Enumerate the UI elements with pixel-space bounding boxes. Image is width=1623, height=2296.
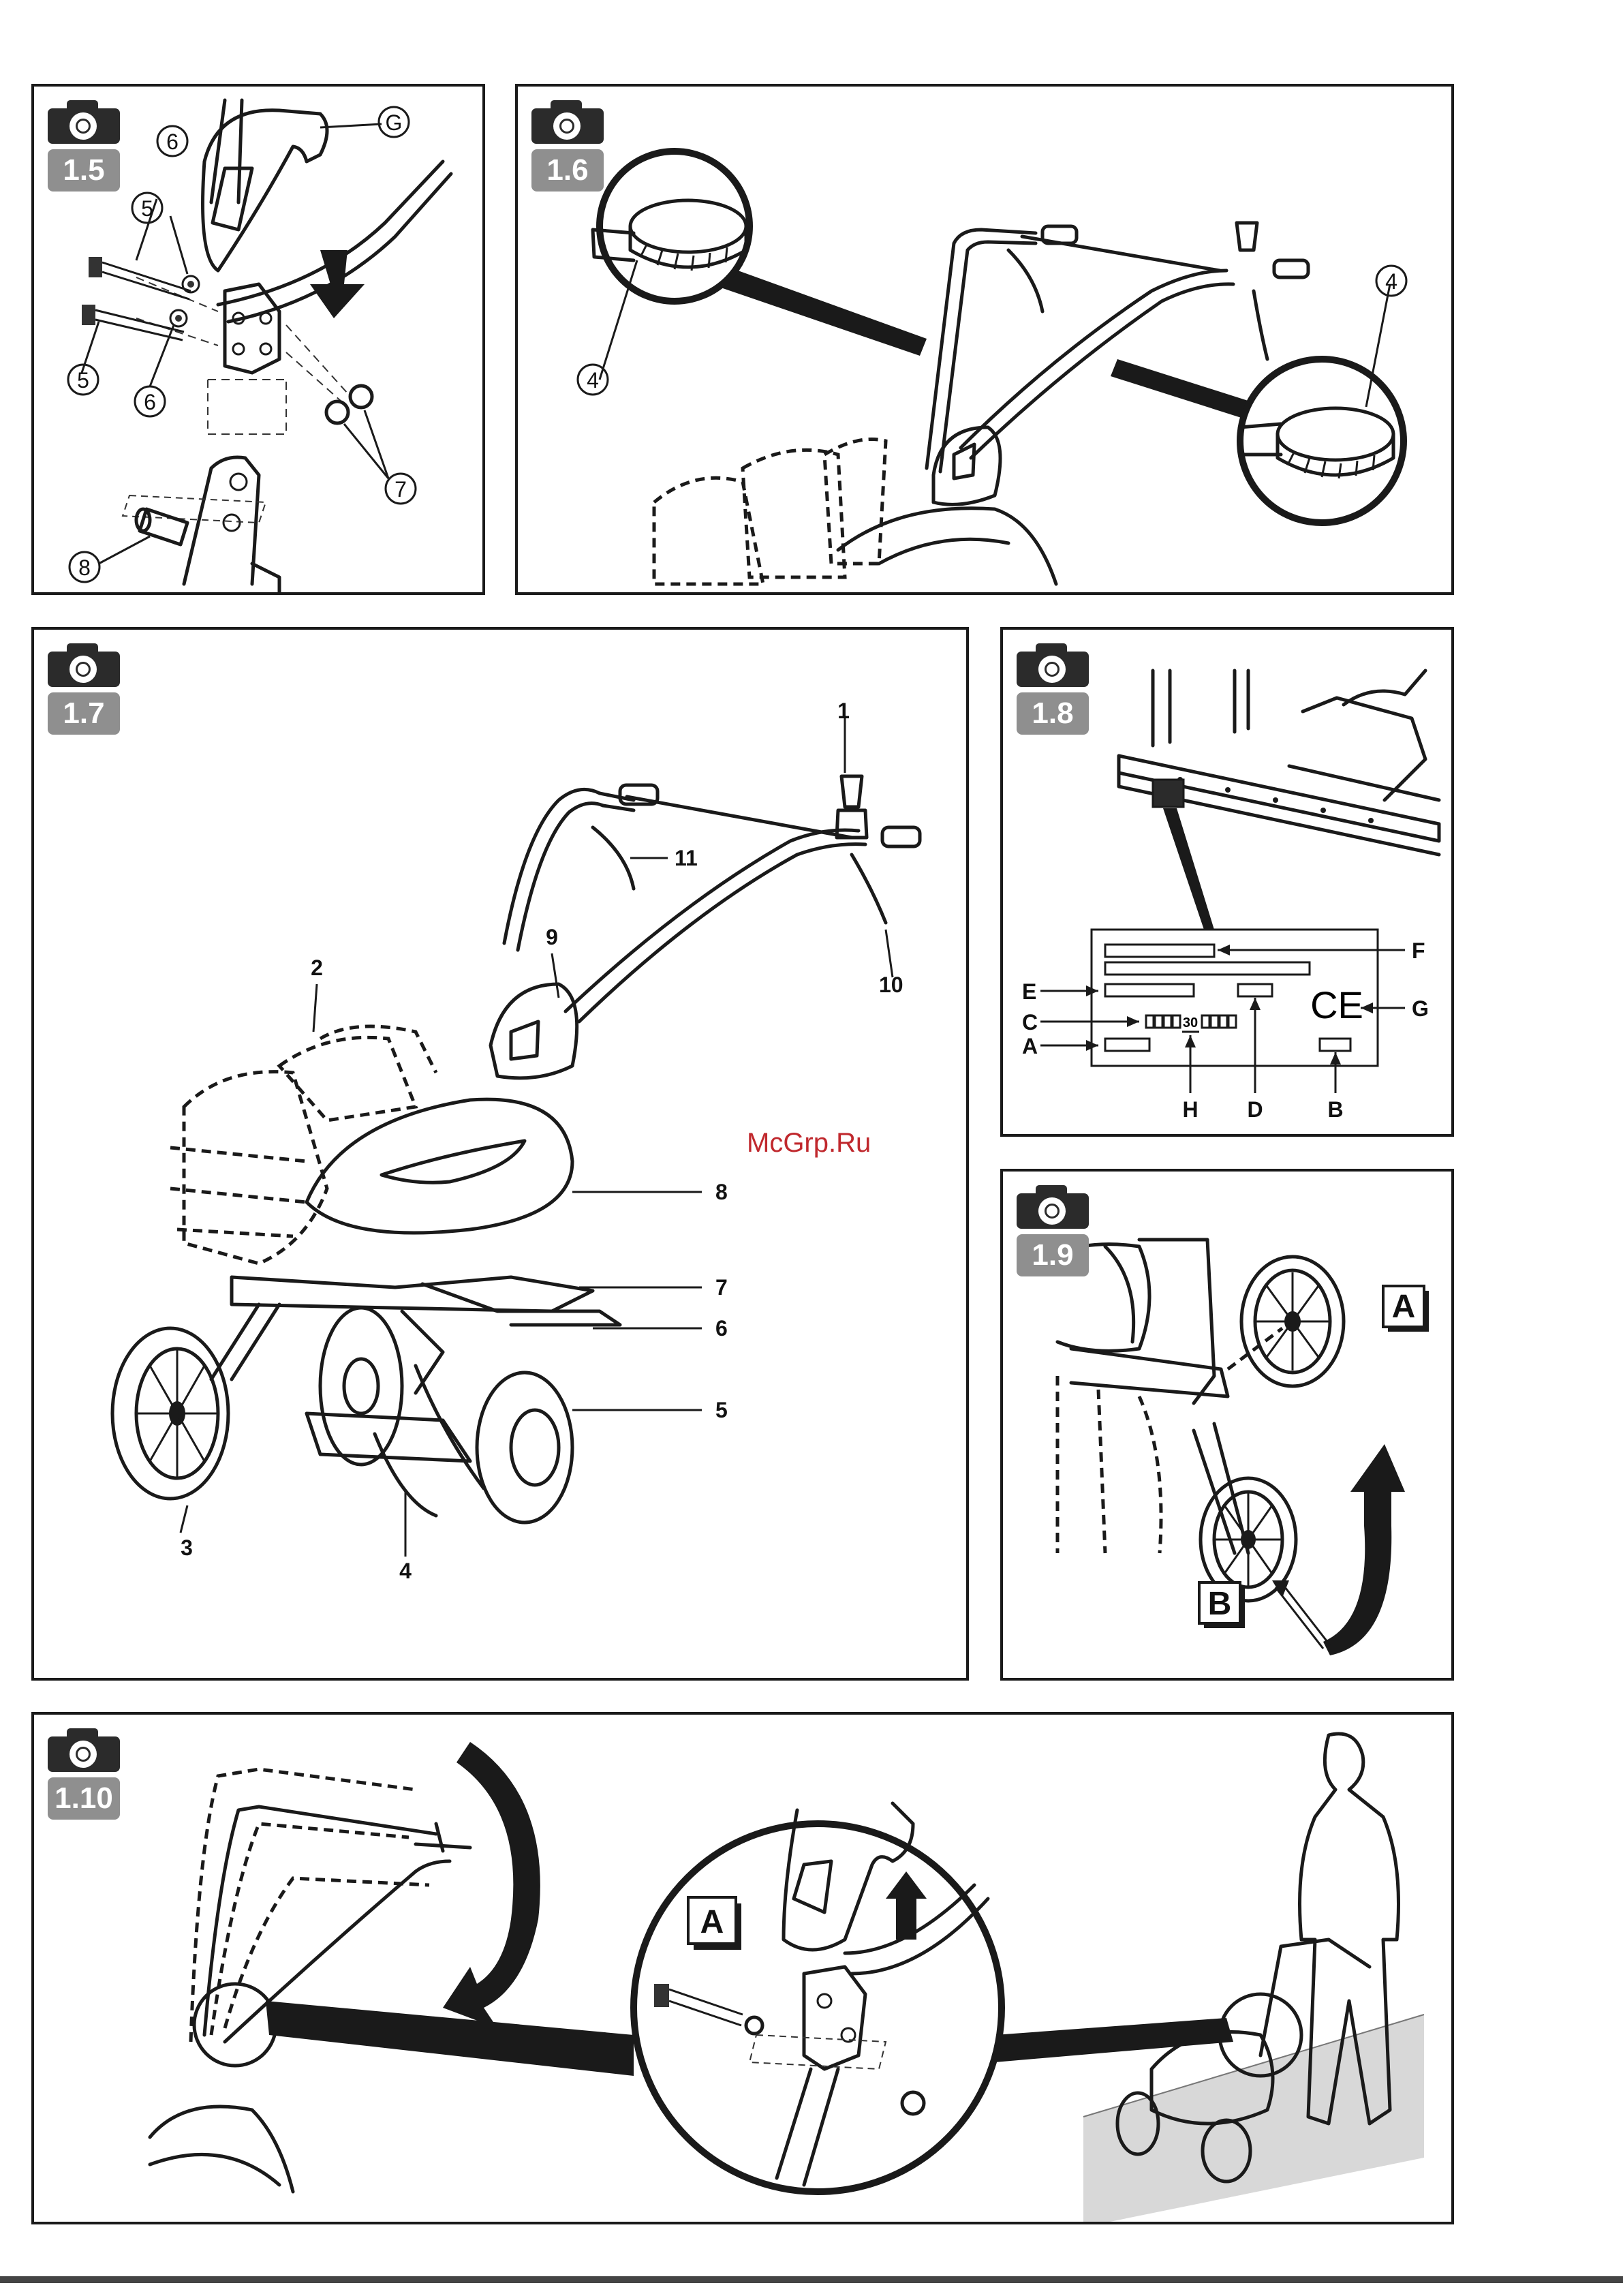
callout-10: 10 xyxy=(879,973,903,997)
camera-icon xyxy=(531,100,604,145)
figure-badge: 1.7 xyxy=(48,643,121,735)
camera-icon xyxy=(1017,1185,1089,1230)
box-label-a: A xyxy=(700,1904,724,1940)
watermark: McGrp.Ru xyxy=(747,1128,871,1159)
camera-icon xyxy=(1017,643,1089,688)
figure-badge: 1.10 xyxy=(48,1728,121,1820)
figure-badge: 1.9 xyxy=(1017,1185,1090,1276)
figure-number: 1.6 xyxy=(531,149,604,192)
plate-label-b: B xyxy=(1327,1097,1343,1122)
callout-9: 9 xyxy=(546,925,558,949)
callout-3: 3 xyxy=(181,1535,193,1560)
page-bottom-rule xyxy=(0,2276,1623,2283)
box-label-a: A xyxy=(1392,1289,1416,1325)
plate-label-h: H xyxy=(1182,1097,1198,1122)
plate-label-d: D xyxy=(1247,1097,1263,1122)
figure-number: 1.9 xyxy=(1017,1234,1089,1276)
plate-label-e: E xyxy=(1022,979,1036,1004)
figure-1-6: 4 4 1.6 xyxy=(515,84,1454,595)
figure-number: 1.10 xyxy=(48,1777,120,1820)
ce-mark: CE xyxy=(1310,983,1363,1026)
callout-4-left: 4 xyxy=(587,368,599,393)
callout-8: 8 xyxy=(78,555,91,580)
callout-1: 1 xyxy=(837,699,850,723)
camera-icon xyxy=(48,1728,120,1773)
callout-6-lower: 6 xyxy=(144,390,156,414)
plate-label-a: A xyxy=(1022,1034,1038,1058)
callout-g: G xyxy=(386,110,403,135)
plate-label-g: G xyxy=(1412,996,1429,1021)
callout-2: 2 xyxy=(311,955,323,980)
figure-1-5: 6 5 5 6 7 8 G 1.5 xyxy=(31,84,485,595)
callout-4: 4 xyxy=(399,1559,412,1583)
figure-badge: 1.5 xyxy=(48,100,121,192)
plate-year: 30 xyxy=(1183,1015,1198,1030)
camera-icon xyxy=(48,100,120,145)
plate-label-c: C xyxy=(1022,1010,1038,1035)
callout-5-upper: 5 xyxy=(141,196,153,221)
callout-8: 8 xyxy=(715,1180,728,1204)
callout-6-top: 6 xyxy=(166,129,179,154)
callout-7: 7 xyxy=(715,1275,728,1300)
figure-1-8: 30 CE E C A F G H D B 1.8 xyxy=(1000,627,1454,1137)
callout-5-lower: 5 xyxy=(77,368,89,393)
box-label-b: B xyxy=(1208,1586,1232,1622)
callout-5: 5 xyxy=(715,1398,728,1422)
camera-icon xyxy=(48,643,120,688)
figure-1-6-drawing: 4 4 xyxy=(518,87,1454,595)
figure-badge: 1.6 xyxy=(531,100,605,192)
figure-1-10-drawing: A xyxy=(34,1715,1454,2224)
figure-number: 1.7 xyxy=(48,692,120,735)
callout-11: 11 xyxy=(675,846,698,870)
figure-badge: 1.8 xyxy=(1017,643,1090,735)
bolt-icon xyxy=(82,257,191,340)
plate-label-f: F xyxy=(1412,938,1425,963)
figure-1-10: A 1.10 xyxy=(31,1712,1454,2224)
callout-7: 7 xyxy=(395,477,407,502)
callout-4-right: 4 xyxy=(1385,269,1397,294)
figure-number: 1.5 xyxy=(48,149,120,192)
figure-1-9: A B 1.9 xyxy=(1000,1169,1454,1681)
figure-number: 1.8 xyxy=(1017,692,1089,735)
callout-6: 6 xyxy=(715,1316,728,1341)
